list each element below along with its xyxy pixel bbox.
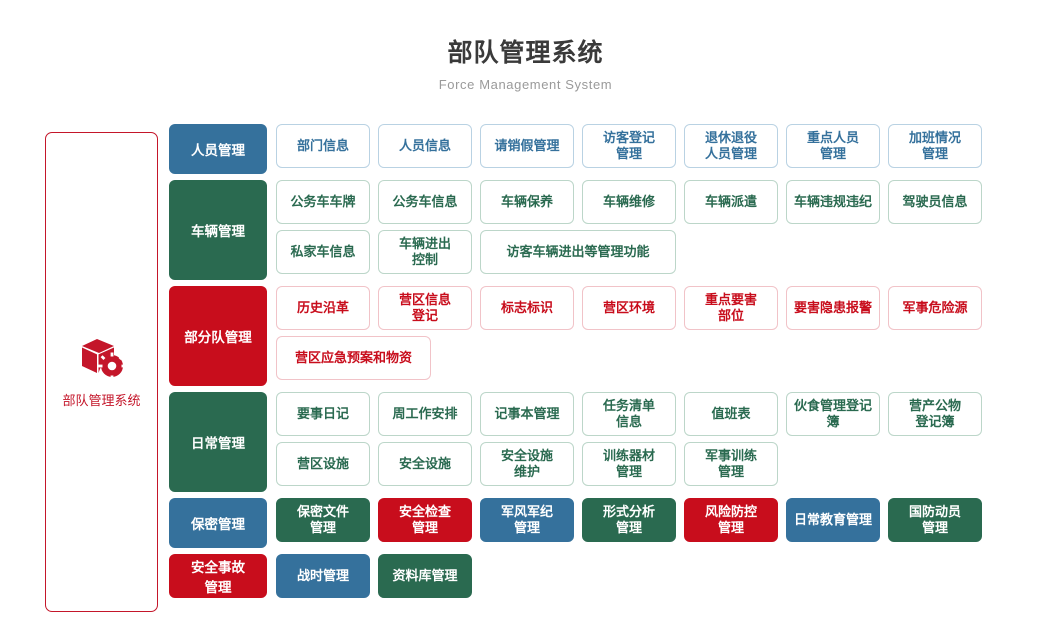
module-section: 日常管理要事日记周工作安排记事本管理任务清单 信息值班表伙食管理登记簿营产公物 … xyxy=(169,392,1039,492)
page-header: 部队管理系统 Force Management System xyxy=(0,0,1051,92)
module-tile[interactable]: 风险防控 管理 xyxy=(684,498,778,542)
section-items: 要事日记周工作安排记事本管理任务清单 信息值班表伙食管理登记簿营产公物 登记簿营… xyxy=(276,392,1039,492)
module-tile[interactable]: 安全检查 管理 xyxy=(378,498,472,542)
module-section: 安全事故 管理战时管理资料库管理 xyxy=(169,554,1039,604)
section-items: 历史沿革营区信息 登记标志标识营区环境重点要害 部位要害隐患报警军事危险源营区应… xyxy=(276,286,1039,386)
module-tile[interactable]: 记事本管理 xyxy=(480,392,574,436)
module-tile[interactable]: 军事危险源 xyxy=(888,286,982,330)
module-tile[interactable]: 私家车信息 xyxy=(276,230,370,274)
section-items: 部门信息人员信息请销假管理访客登记 管理退休退役 人员管理重点人员 管理加班情况… xyxy=(276,124,1039,174)
module-tile[interactable]: 车辆派遣 xyxy=(684,180,778,224)
module-tile[interactable]: 人员信息 xyxy=(378,124,472,168)
section-items: 公务车车牌公务车信息车辆保养车辆维修车辆派遣车辆违规违纪驾驶员信息私家车信息车辆… xyxy=(276,180,1039,280)
module-tile[interactable]: 国防动员 管理 xyxy=(888,498,982,542)
page-title: 部队管理系统 xyxy=(447,39,604,67)
sidebar-panel[interactable]: 部队管理系统 xyxy=(45,132,158,612)
module-tile[interactable]: 安全设施 xyxy=(378,442,472,486)
module-tile[interactable]: 访客车辆进出等管理功能 xyxy=(480,230,676,274)
module-tile[interactable]: 营区环境 xyxy=(582,286,676,330)
section-header-3[interactable]: 日常管理 xyxy=(169,392,267,492)
module-tile[interactable]: 车辆违规违纪 xyxy=(786,180,880,224)
module-section: 车辆管理公务车车牌公务车信息车辆保养车辆维修车辆派遣车辆违规违纪驾驶员信息私家车… xyxy=(169,180,1039,280)
module-section: 人员管理部门信息人员信息请销假管理访客登记 管理退休退役 人员管理重点人员 管理… xyxy=(169,124,1039,174)
module-tile[interactable]: 军事训练 管理 xyxy=(684,442,778,486)
module-tile[interactable]: 战时管理 xyxy=(276,554,370,598)
module-tile[interactable]: 伙食管理登记簿 xyxy=(786,392,880,436)
module-tile[interactable]: 车辆保养 xyxy=(480,180,574,224)
module-tile[interactable]: 营区信息 登记 xyxy=(378,286,472,330)
module-tile[interactable]: 公务车信息 xyxy=(378,180,472,224)
module-tile[interactable]: 重点要害 部位 xyxy=(684,286,778,330)
module-tile[interactable]: 营区应急预案和物资 xyxy=(276,336,431,380)
module-section: 部分队管理历史沿革营区信息 登记标志标识营区环境重点要害 部位要害隐患报警军事危… xyxy=(169,286,1039,386)
module-tile[interactable]: 任务清单 信息 xyxy=(582,392,676,436)
module-tile[interactable]: 访客登记 管理 xyxy=(582,124,676,168)
section-header-1[interactable]: 车辆管理 xyxy=(169,180,267,280)
module-grid: 人员管理部门信息人员信息请销假管理访客登记 管理退休退役 人员管理重点人员 管理… xyxy=(169,124,1039,610)
module-tile[interactable]: 历史沿革 xyxy=(276,286,370,330)
module-tile[interactable]: 公务车车牌 xyxy=(276,180,370,224)
page-subtitle: Force Management System xyxy=(438,77,613,92)
module-tile[interactable]: 标志标识 xyxy=(480,286,574,330)
module-tile[interactable]: 营产公物 登记簿 xyxy=(888,392,982,436)
cube-gear-icon xyxy=(78,335,126,381)
module-tile[interactable]: 要事日记 xyxy=(276,392,370,436)
main-layout: 部队管理系统 人员管理部门信息人员信息请销假管理访客登记 管理退休退役 人员管理… xyxy=(0,124,1051,612)
module-tile[interactable]: 车辆维修 xyxy=(582,180,676,224)
section-header-4[interactable]: 保密管理 xyxy=(169,498,267,548)
module-tile[interactable]: 军风军纪 管理 xyxy=(480,498,574,542)
module-section: 保密管理保密文件 管理安全检查 管理军风军纪 管理形式分析 管理风险防控 管理日… xyxy=(169,498,1039,548)
sidebar-label: 部队管理系统 xyxy=(62,393,141,408)
module-tile[interactable]: 值班表 xyxy=(684,392,778,436)
module-tile[interactable]: 要害隐患报警 xyxy=(786,286,880,330)
module-tile[interactable]: 加班情况 管理 xyxy=(888,124,982,168)
module-tile[interactable]: 部门信息 xyxy=(276,124,370,168)
module-tile[interactable]: 营区设施 xyxy=(276,442,370,486)
module-tile[interactable]: 训练器材 管理 xyxy=(582,442,676,486)
module-tile[interactable]: 安全设施 维护 xyxy=(480,442,574,486)
section-header-5[interactable]: 安全事故 管理 xyxy=(169,554,267,598)
section-items: 战时管理资料库管理 xyxy=(276,554,1039,604)
module-tile[interactable]: 周工作安排 xyxy=(378,392,472,436)
module-tile[interactable]: 重点人员 管理 xyxy=(786,124,880,168)
section-items: 保密文件 管理安全检查 管理军风军纪 管理形式分析 管理风险防控 管理日常教育管… xyxy=(276,498,1039,548)
module-tile[interactable]: 车辆进出 控制 xyxy=(378,230,472,274)
module-tile[interactable]: 请销假管理 xyxy=(480,124,574,168)
module-tile[interactable]: 驾驶员信息 xyxy=(888,180,982,224)
module-tile[interactable]: 资料库管理 xyxy=(378,554,472,598)
module-tile[interactable]: 保密文件 管理 xyxy=(276,498,370,542)
module-tile[interactable]: 形式分析 管理 xyxy=(582,498,676,542)
section-header-2[interactable]: 部分队管理 xyxy=(169,286,267,386)
section-header-0[interactable]: 人员管理 xyxy=(169,124,267,174)
module-tile[interactable]: 日常教育管理 xyxy=(786,498,880,542)
module-tile[interactable]: 退休退役 人员管理 xyxy=(684,124,778,168)
